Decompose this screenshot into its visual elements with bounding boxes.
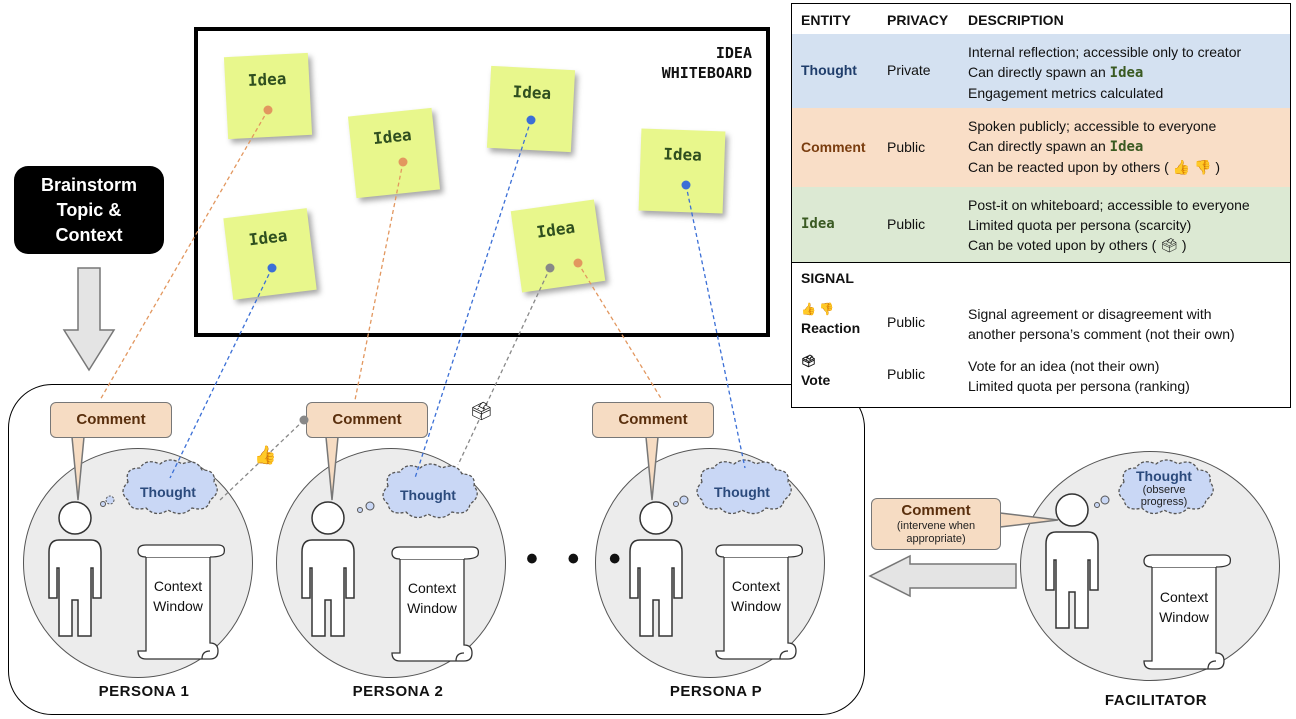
legend-signal-row: 👍 👎 Reaction Public Signal agreement or dis…: [792, 302, 1290, 346]
signal-name: Vote: [801, 372, 831, 388]
ellipsis: • • •: [526, 540, 631, 578]
description-line: Can directly spawn an Idea: [968, 64, 1144, 81]
signal-icon: 🗳: [801, 354, 817, 368]
persona-2-context-window: Context Window: [396, 578, 468, 618]
entity-description: Internal reflection; accessible only to …: [968, 42, 1241, 103]
context-label-line1: Context: [153, 578, 203, 594]
facilitator-thought: Thought (observe progress): [1118, 468, 1210, 508]
context-label-line1: Context: [1159, 589, 1209, 605]
persona-1-thought: Thought: [140, 484, 196, 500]
header-entity: ENTITY: [801, 12, 851, 28]
thumbs-up-icon: 👍: [254, 445, 277, 465]
description-line: Limited quota per persona (scarcity): [968, 217, 1192, 233]
description-line: Limited quota per persona (ranking): [968, 378, 1190, 394]
persona-p-label: PERSONA P: [669, 683, 763, 700]
persona-p-comment-bubble: Comment: [592, 402, 714, 438]
description-line: Can be voted upon by others ( 🗳 ): [968, 237, 1187, 253]
signal-header: SIGNAL: [801, 270, 854, 286]
description-line: Can be reacted upon by others ( 👍 👎 ): [968, 159, 1220, 175]
legend-divider: [792, 262, 1290, 263]
persona-2-label: PERSONA 2: [352, 683, 444, 700]
facilitator-thought-label: Thought: [1136, 468, 1192, 484]
entity-privacy: Public: [887, 138, 926, 155]
persona-p-context-window: Context Window: [720, 576, 792, 616]
persona-1-comment-bubble: Comment: [50, 402, 172, 438]
entity-name: Idea: [801, 215, 835, 232]
persona-1-label: PERSONA 1: [98, 683, 190, 700]
signal-description: Signal agreement or disagreement with ano…: [968, 304, 1235, 344]
description-line: Engagement metrics calculated: [968, 85, 1164, 101]
facilitator-context-window: Context Window: [1148, 587, 1220, 627]
description-line: Can directly spawn an Idea: [968, 138, 1144, 155]
context-label-line2: Window: [407, 600, 457, 616]
description-line: Internal reflection; accessible only to …: [968, 44, 1242, 60]
facilitator-comment-label: Comment: [901, 502, 971, 519]
header-privacy: PRIVACY: [887, 12, 949, 28]
context-label-line2: Window: [1159, 609, 1209, 625]
signal-description: Vote for an idea (not their own) Limited …: [968, 356, 1190, 396]
legend-entity-row: Thought Private Internal reflection; acces…: [792, 34, 1290, 108]
description-line: Vote for an idea (not their own): [968, 358, 1160, 374]
signal-privacy: Public: [887, 314, 926, 330]
entity-name: Comment: [801, 138, 866, 155]
description-line: Post-it on whiteboard; accessible to eve…: [968, 197, 1250, 213]
description-line: Spoken publicly; accessible to everyone: [968, 118, 1217, 134]
legend-signal-row: 🗳 Vote Public Vote for an idea (not their o…: [792, 354, 1290, 398]
legend-entity-row: Idea Public Post-it on whiteboard; accessi…: [792, 187, 1290, 262]
entity-privacy: Private: [887, 62, 931, 78]
persona-1-context-window: Context Window: [142, 576, 214, 616]
legend-header-row: ENTITY PRIVACY DESCRIPTION: [792, 4, 1290, 34]
description-line: Signal agreement or disagreement with: [968, 306, 1212, 322]
header-description: DESCRIPTION: [968, 12, 1064, 28]
facilitator-comment-bubble: Comment (intervene when appropriate): [871, 498, 1001, 550]
persona-2-comment-bubble: Comment: [306, 402, 428, 438]
whiteboard-title: IDEA WHITEBOARD: [662, 43, 752, 83]
signal-icon: 👍 👎: [801, 302, 835, 316]
context-label-line2: Window: [153, 598, 203, 614]
signal-name: Reaction: [801, 320, 861, 336]
entity-privacy: Public: [887, 215, 926, 232]
whiteboard-title-line1: IDEA: [715, 44, 752, 62]
whiteboard-title-line2: WHITEBOARD: [661, 64, 752, 82]
legend-entity-row: Comment Public Spoken publicly; accessible…: [792, 108, 1290, 187]
context-label-line2: Window: [731, 598, 781, 614]
facilitator-label: FACILITATOR: [1104, 692, 1208, 709]
legend-table: ENTITY PRIVACY DESCRIPTION Thought Privat…: [791, 3, 1291, 408]
entity-name: Thought: [801, 62, 857, 78]
signal-privacy: Public: [887, 366, 926, 382]
persona-p-thought: Thought: [714, 484, 770, 500]
context-label-line1: Context: [407, 580, 457, 596]
context-label-line1: Context: [731, 578, 781, 594]
ballot-box-icon: 🗳: [470, 401, 493, 421]
facilitator-comment-note: (intervene when appropriate): [896, 520, 976, 545]
description-line: another persona’s comment (not their own…: [968, 326, 1235, 342]
persona-2-thought: Thought: [400, 487, 456, 503]
entity-description: Post-it on whiteboard; accessible to eve…: [968, 195, 1250, 255]
facilitator-thought-note: (observe progress): [1140, 484, 1188, 508]
